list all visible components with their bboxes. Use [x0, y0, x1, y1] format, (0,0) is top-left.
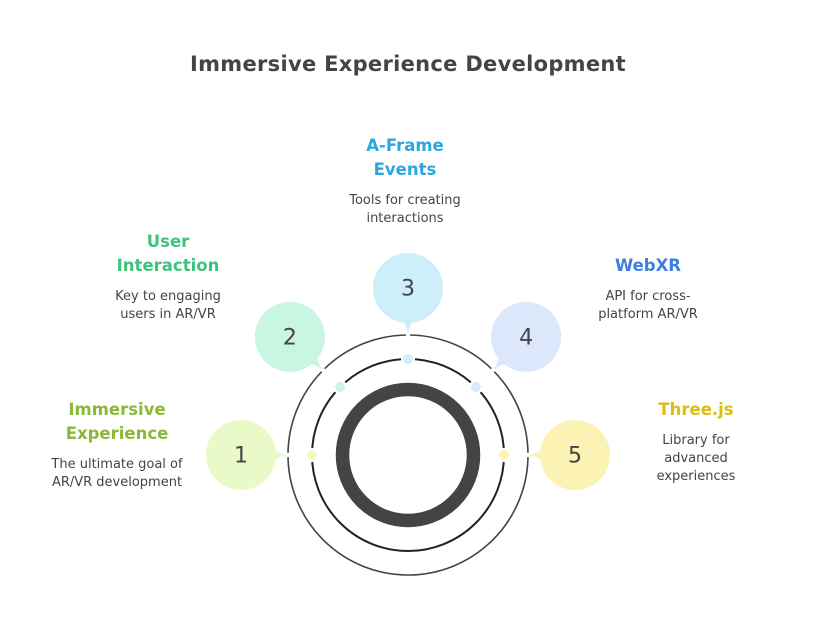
step-number: 1 — [234, 444, 248, 469]
step-heading-line: User — [146, 232, 190, 251]
ring-gap — [405, 332, 411, 338]
step-heading: Three.js — [611, 398, 781, 422]
step-heading-line: A-Frame — [366, 136, 444, 155]
step-label-4: WebXR API for cross-platform AR/VR — [563, 254, 733, 324]
step-heading: WebXR — [563, 254, 733, 278]
core-ring — [335, 382, 481, 528]
step-heading-line: WebXR — [614, 256, 682, 275]
step-description: Key to engaging users in AR/VR — [115, 289, 221, 322]
step-heading-line: Experience — [65, 424, 169, 443]
step-bubble-2 — [254, 301, 325, 372]
step-heading: A-Frame Events — [320, 134, 490, 182]
step-number: 4 — [519, 325, 533, 350]
ring-marker-dot — [401, 352, 415, 366]
step-label-5: Three.js Library for advanced experience… — [611, 398, 781, 486]
step-heading-line: Interaction — [116, 256, 220, 275]
step-heading-line: Immersive — [68, 400, 166, 419]
step-number: 2 — [283, 325, 297, 350]
step-bubble-4 — [491, 301, 562, 372]
ring-marker-dot — [468, 380, 483, 395]
ring-gap — [525, 452, 531, 458]
step-number: 3 — [401, 277, 415, 302]
ring-marker-dot — [333, 380, 348, 395]
step-description: API for cross-platform AR/VR — [598, 289, 698, 322]
step-number: 5 — [568, 444, 582, 469]
step-bubble-5 — [540, 420, 610, 490]
step-description: The ultimate goal of AR/VR development — [51, 457, 183, 490]
diagram-title: Immersive Experience Development — [189, 52, 626, 76]
step-label-3: A-Frame Events Tools for creating intera… — [320, 134, 490, 228]
step-bubble-1 — [206, 420, 276, 490]
step-description: Library for advanced experiences — [656, 433, 736, 484]
ring-gap — [285, 452, 291, 458]
ring-marker-dot — [305, 448, 319, 462]
step-bubble-3 — [373, 253, 443, 323]
step-heading: Immersive Experience — [32, 398, 202, 446]
step-heading-line: Three.js — [658, 400, 734, 419]
step-description: Tools for creating interactions — [349, 193, 461, 226]
step-heading-line: Events — [373, 160, 437, 179]
step-heading: User Interaction — [83, 230, 253, 278]
ring-marker-dot — [497, 448, 511, 462]
step-label-2: User Interaction Key to engaging users i… — [83, 230, 253, 324]
step-label-1: Immersive Experience The ultimate goal o… — [32, 398, 202, 492]
